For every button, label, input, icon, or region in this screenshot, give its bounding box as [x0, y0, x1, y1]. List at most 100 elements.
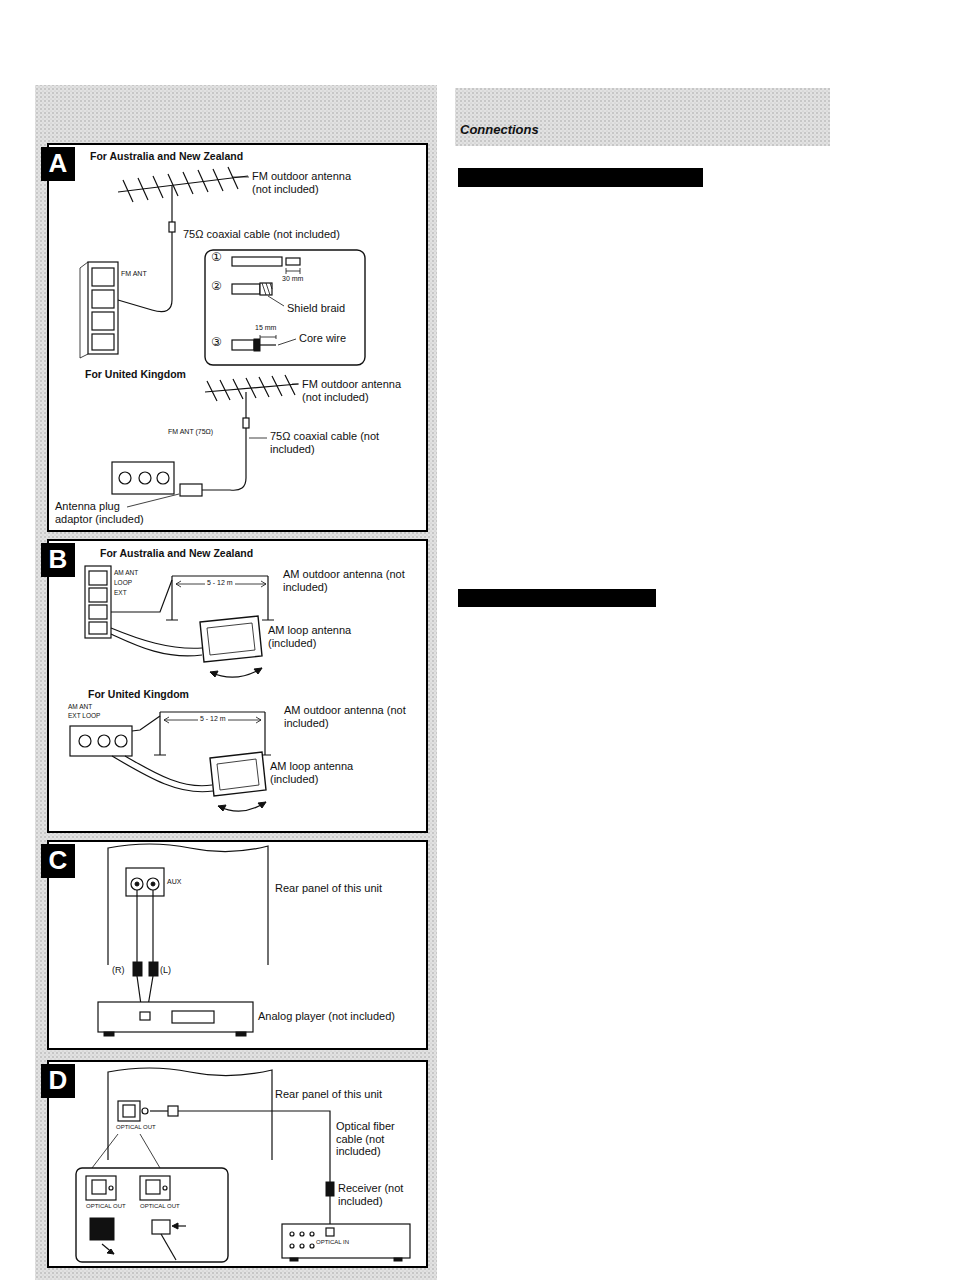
terminal-block [92, 268, 114, 286]
optical-connection-drawing [300, 1244, 304, 1248]
callout-label: 75Ω coaxial cable (not included) [183, 228, 340, 241]
terminal-label: AM ANT [68, 703, 92, 710]
terminal-label: OPTICAL OUT [140, 1203, 180, 1210]
am-antenna-drawing [112, 756, 213, 792]
cable-prep-inset [232, 284, 260, 294]
panel-ground [47, 539, 428, 833]
terminal-block [112, 462, 174, 494]
region-heading: For United Kingdom [88, 688, 189, 700]
optical-inset [161, 1234, 176, 1260]
callout-label: AM loop antenna (included) [268, 624, 378, 649]
terminal-label: LOOP [114, 579, 132, 586]
region-heading: For Australia and New Zealand [90, 150, 243, 162]
terminal-label: 5 - 12 m [205, 579, 235, 587]
callout-label: ① [211, 251, 222, 265]
terminal-block [88, 262, 118, 354]
fm-antenna-drawing [202, 392, 246, 490]
am-antenna-drawing [79, 735, 91, 747]
aux-connection-drawing [135, 882, 139, 886]
aux-connection-drawing [140, 1012, 150, 1020]
am-antenna-drawing [111, 580, 172, 612]
callout-label: Shield braid [287, 302, 345, 315]
optical-connection-drawing [108, 1068, 272, 1160]
fm-antenna-drawing [118, 186, 172, 312]
aux-connection-drawing [98, 844, 268, 1036]
am-antenna-drawing [115, 735, 127, 747]
optical-inset [152, 1220, 170, 1234]
panel-letter: D [41, 1064, 75, 1098]
optical-inset [146, 1180, 160, 1194]
stipple-background [35, 85, 830, 1280]
terminal-label: AUX [167, 878, 181, 886]
terminal-label: OPTICAL OUT [86, 1203, 126, 1210]
am-antenna-drawing [166, 576, 274, 620]
callout-label: Antenna plug adaptor (included) [55, 500, 155, 525]
panel-ground [47, 143, 428, 1268]
am-antenna-drawing [210, 752, 266, 796]
optical-connection-drawing [310, 1232, 314, 1236]
cable-prep-inset [254, 339, 260, 351]
panel-ground [47, 840, 428, 1050]
callout-label: Analog player (not included) [258, 1010, 395, 1023]
aux-connection-drawing [149, 962, 158, 976]
optical-inset [76, 1168, 228, 1262]
optical-inset [86, 1176, 116, 1200]
cable-prep-inset [260, 283, 272, 295]
terminal-label: FM ANT (75Ω) [168, 428, 213, 436]
am-antenna-drawing [98, 735, 110, 747]
fm-antenna-drawing [292, 384, 299, 385]
fm-antenna-drawing [123, 167, 238, 202]
am-antenna-drawing [154, 712, 271, 755]
terminal-block [119, 472, 131, 484]
fm-antenna-drawing [169, 222, 175, 232]
am-antenna-drawing [207, 623, 255, 655]
callout-label: AM outdoor antenna (not included) [283, 568, 408, 593]
optical-connection-drawing [282, 1224, 410, 1258]
optical-connection-drawing [168, 1106, 178, 1116]
aux-connection-drawing [131, 878, 143, 890]
panel-letter: C [41, 844, 75, 878]
aux-connection-drawing [147, 878, 159, 890]
cable-prep-inset [260, 344, 276, 345]
panel-letter: A [41, 147, 75, 181]
cable-prep-inset [286, 268, 300, 274]
optical-inset [107, 1249, 114, 1254]
am-antenna-drawing [218, 802, 266, 811]
terminal-label: AM ANT [114, 569, 138, 576]
am-antenna-drawing [70, 726, 132, 756]
terminal-block [139, 472, 151, 484]
fm-antenna-drawing [232, 177, 249, 178]
callout-label: Optical fiber cable (not included) [336, 1120, 418, 1158]
terminal-label: EXT [114, 589, 127, 596]
aux-connection-drawing [236, 1032, 246, 1036]
aux-connection-drawing [133, 962, 142, 976]
cable-prep-inset [278, 339, 296, 345]
optical-inset [102, 1244, 114, 1254]
panel-letter: B [41, 543, 75, 577]
region-heading: For Australia and New Zealand [100, 547, 253, 559]
optical-inset [163, 1186, 167, 1190]
terminal-label: OPTICAL OUT [116, 1124, 156, 1131]
am-antenna-drawing [210, 668, 262, 677]
am-antenna-drawing [89, 622, 107, 634]
optical-connection-drawing [92, 1134, 160, 1168]
aux-connection-drawing [137, 890, 153, 962]
optical-inset [90, 1218, 114, 1240]
am-antenna-drawing [89, 571, 107, 585]
callout-label: Receiver (not included) [338, 1182, 418, 1207]
optical-connection-drawing [326, 1228, 334, 1236]
callout-label: AM outdoor antenna (not included) [284, 704, 409, 729]
callout-label: (L) [160, 965, 171, 975]
optical-connection-drawing [142, 1108, 148, 1114]
am-antenna-drawing [85, 566, 274, 677]
aux-connection-drawing [104, 1032, 114, 1036]
terminal-label: 15 mm [255, 324, 276, 332]
terminal-label: FM ANT [121, 270, 147, 278]
fm-antenna-drawing [118, 176, 248, 192]
cable-prep-inset [260, 335, 276, 339]
am-antenna-drawing [210, 668, 262, 677]
optical-connection-drawing [326, 1182, 334, 1196]
optical-inset [109, 1186, 113, 1190]
